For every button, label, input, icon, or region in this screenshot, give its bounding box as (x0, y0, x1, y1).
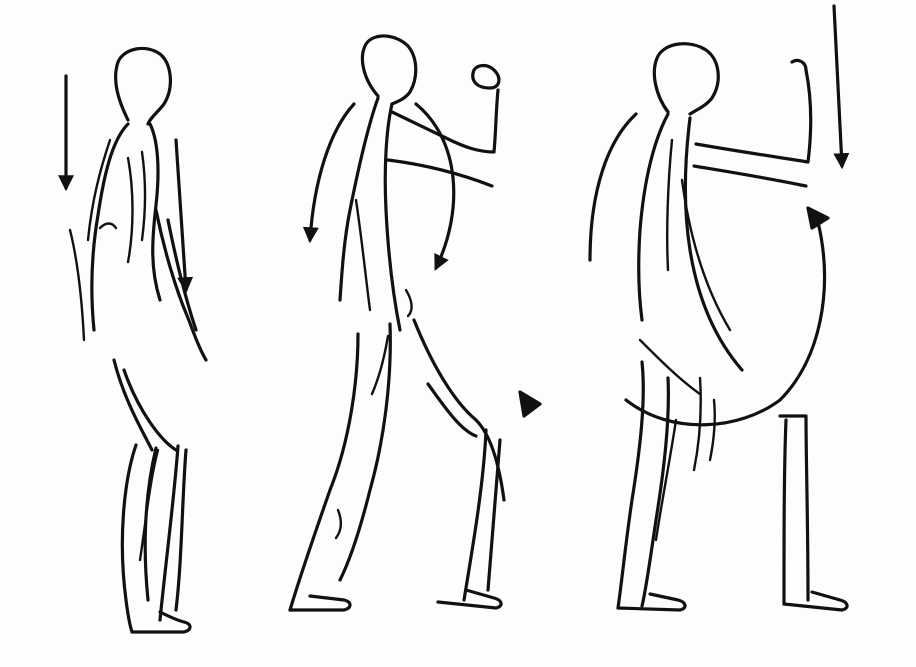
curved-arrow-left (590, 114, 636, 260)
figure-3-feet (618, 592, 847, 610)
down-arrow-top-right (834, 6, 842, 166)
figure-standing (66, 48, 206, 632)
figure-2-feet (290, 590, 501, 610)
figure-lunge (590, 6, 847, 610)
figure-2-head (362, 36, 415, 104)
curved-down-arrow-right (416, 104, 454, 268)
figure-2-torso (340, 98, 412, 330)
pointer-triangle (520, 392, 540, 416)
figure-2-hips-legs (290, 320, 504, 610)
figure-1-head (116, 48, 171, 124)
figure-2-arm (388, 66, 499, 187)
figure-3-torso (639, 114, 742, 370)
pointer-triangle-arc (808, 208, 828, 228)
figure-3-arm (694, 60, 811, 186)
figure-stepping (290, 36, 540, 610)
figure-3-head (654, 44, 718, 114)
figure-1-torso (70, 124, 160, 340)
figure-1-hips-legs (114, 360, 186, 632)
